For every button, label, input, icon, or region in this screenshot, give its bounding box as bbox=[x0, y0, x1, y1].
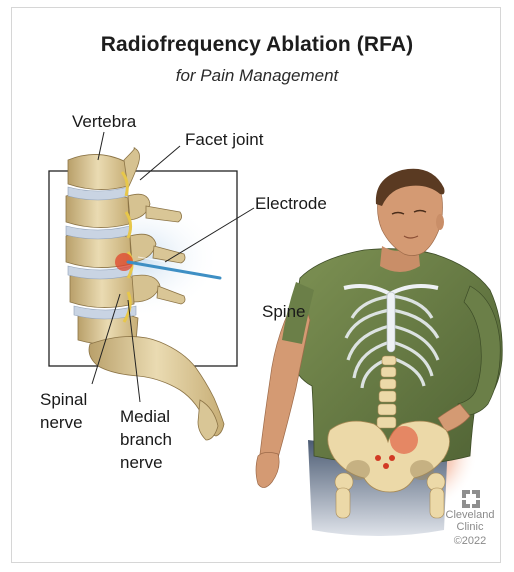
logo-line1: Cleveland bbox=[440, 509, 500, 521]
label-spinal-nerve-line1: Spinal bbox=[40, 388, 87, 411]
label-spine: Spine bbox=[262, 302, 305, 322]
cleveland-clinic-logo: Cleveland Clinic ©2022 bbox=[440, 488, 500, 547]
label-electrode: Electrode bbox=[255, 194, 327, 214]
label-medial-branch-nerve: Medial branch nerve bbox=[120, 405, 172, 474]
label-medial-line2: branch bbox=[120, 428, 172, 451]
patient-figure bbox=[256, 169, 502, 536]
label-vertebra: Vertebra bbox=[72, 112, 136, 132]
label-spinal-nerve-line2: nerve bbox=[40, 411, 87, 434]
logo-copyright: ©2022 bbox=[440, 535, 500, 547]
label-medial-line1: Medial bbox=[120, 405, 172, 428]
label-facet-joint: Facet joint bbox=[185, 130, 263, 150]
label-medial-line3: nerve bbox=[120, 451, 172, 474]
label-spinal-nerve: Spinal nerve bbox=[40, 388, 87, 434]
logo-line2: Clinic bbox=[440, 521, 500, 533]
